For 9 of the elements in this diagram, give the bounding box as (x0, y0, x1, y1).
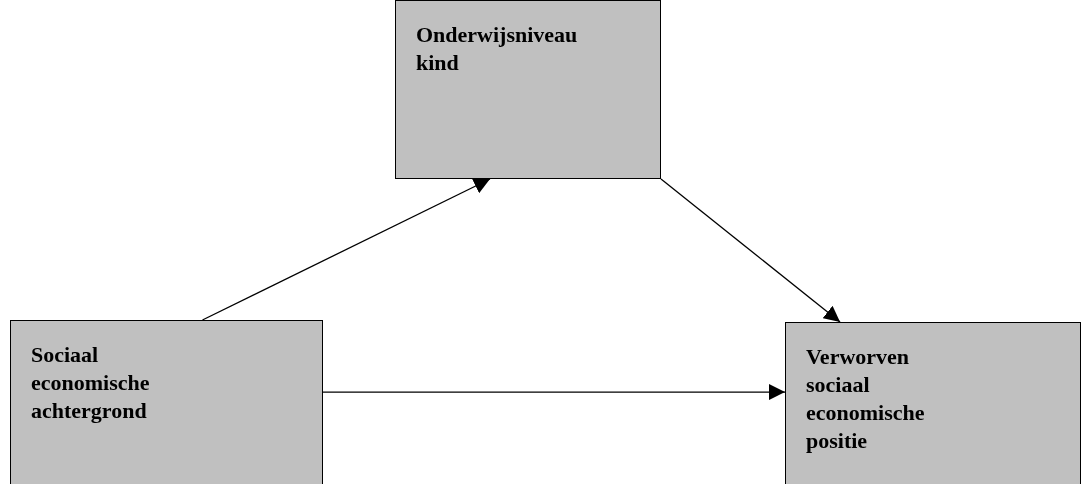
arrow (660, 178, 841, 323)
box-label: Verworven sociaal economische positie (806, 343, 926, 455)
process-box (10, 320, 323, 484)
process-box (785, 322, 1081, 484)
process-box (395, 0, 661, 179)
arrow (201, 178, 491, 321)
box-label: Sociaal economische achtergrond (31, 341, 151, 425)
box-label: Onderwijsniveau kind (416, 21, 579, 77)
arrow (322, 384, 786, 401)
